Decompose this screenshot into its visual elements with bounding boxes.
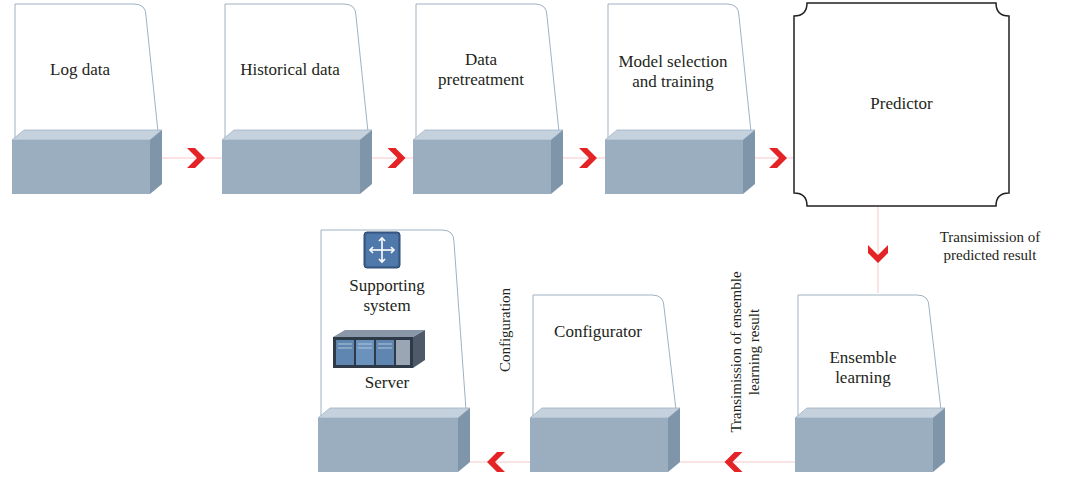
- card-panel: [225, 4, 368, 140]
- connector-line: [162, 158, 222, 159]
- process-card: Configurator: [530, 293, 680, 480]
- card-panel: [608, 4, 751, 140]
- connector-line: [680, 462, 795, 463]
- card-panel: [416, 4, 559, 140]
- node-shape: [413, 2, 563, 202]
- flow-connector: [755, 148, 793, 168]
- connector-line: [372, 158, 413, 159]
- flow-connector: [162, 148, 222, 168]
- card-panel: [533, 295, 676, 418]
- edge-label: Configuration: [496, 265, 514, 395]
- node-label: Historical data: [232, 30, 348, 110]
- node-shape: [222, 2, 372, 202]
- edge-label: Transimission of predicted result: [915, 228, 1065, 264]
- arrow-chevron: [187, 148, 205, 168]
- server-illustration: [333, 330, 425, 368]
- connector-line: [755, 158, 793, 159]
- arrow-chevron: [769, 148, 787, 168]
- card-base: [530, 408, 680, 472]
- node-label: Server: [328, 370, 446, 396]
- card-base: [12, 130, 162, 194]
- node-shape: [605, 2, 755, 202]
- process-card: Model selection and training: [605, 2, 755, 202]
- connector-line: [470, 462, 530, 463]
- process-card: Supporting systemServer: [318, 228, 470, 480]
- arrow-chevron: [868, 245, 888, 263]
- predictor-box: Predictor: [793, 2, 1010, 207]
- card-base: [605, 130, 755, 194]
- card-base: [222, 130, 372, 194]
- process-card: Historical data: [222, 2, 372, 202]
- card-base: [318, 408, 470, 472]
- node-label: Ensemble learning: [805, 333, 921, 403]
- edge-label: Transimission of ensemble learning resul…: [727, 252, 763, 452]
- arrow-chevron: [725, 452, 743, 472]
- node-label: Predictor: [803, 22, 1000, 187]
- node-label: Data pretreatment: [423, 30, 539, 110]
- process-card: Log data: [12, 2, 162, 202]
- connector-line: [878, 207, 879, 293]
- card-base: [413, 130, 563, 194]
- process-card: Ensemble learning: [795, 293, 945, 480]
- card-panel: [798, 295, 941, 418]
- flow-connector: [372, 148, 413, 168]
- flow-connector: [470, 452, 530, 472]
- predictor-outline: [794, 3, 1009, 206]
- card-panel: [321, 230, 466, 418]
- flow-connector: [680, 452, 795, 472]
- arrow-chevron: [487, 452, 505, 472]
- node-shape: [530, 293, 680, 480]
- node-label: Model selection and training: [615, 26, 731, 118]
- router-icon: [364, 232, 400, 268]
- flow-connector: [563, 148, 605, 168]
- flow-connector: [868, 207, 888, 293]
- arrow-chevron: [388, 148, 406, 168]
- node-label: Log data: [22, 30, 138, 110]
- node-shape: [12, 2, 162, 202]
- node-shape: [318, 228, 470, 480]
- card-panel: [15, 4, 158, 140]
- node-label: Configurator: [540, 307, 656, 357]
- process-card: Data pretreatment: [413, 2, 563, 202]
- node-label: Supporting system: [328, 276, 446, 317]
- arrow-chevron: [579, 148, 597, 168]
- connector-line: [563, 158, 605, 159]
- card-base: [795, 408, 945, 472]
